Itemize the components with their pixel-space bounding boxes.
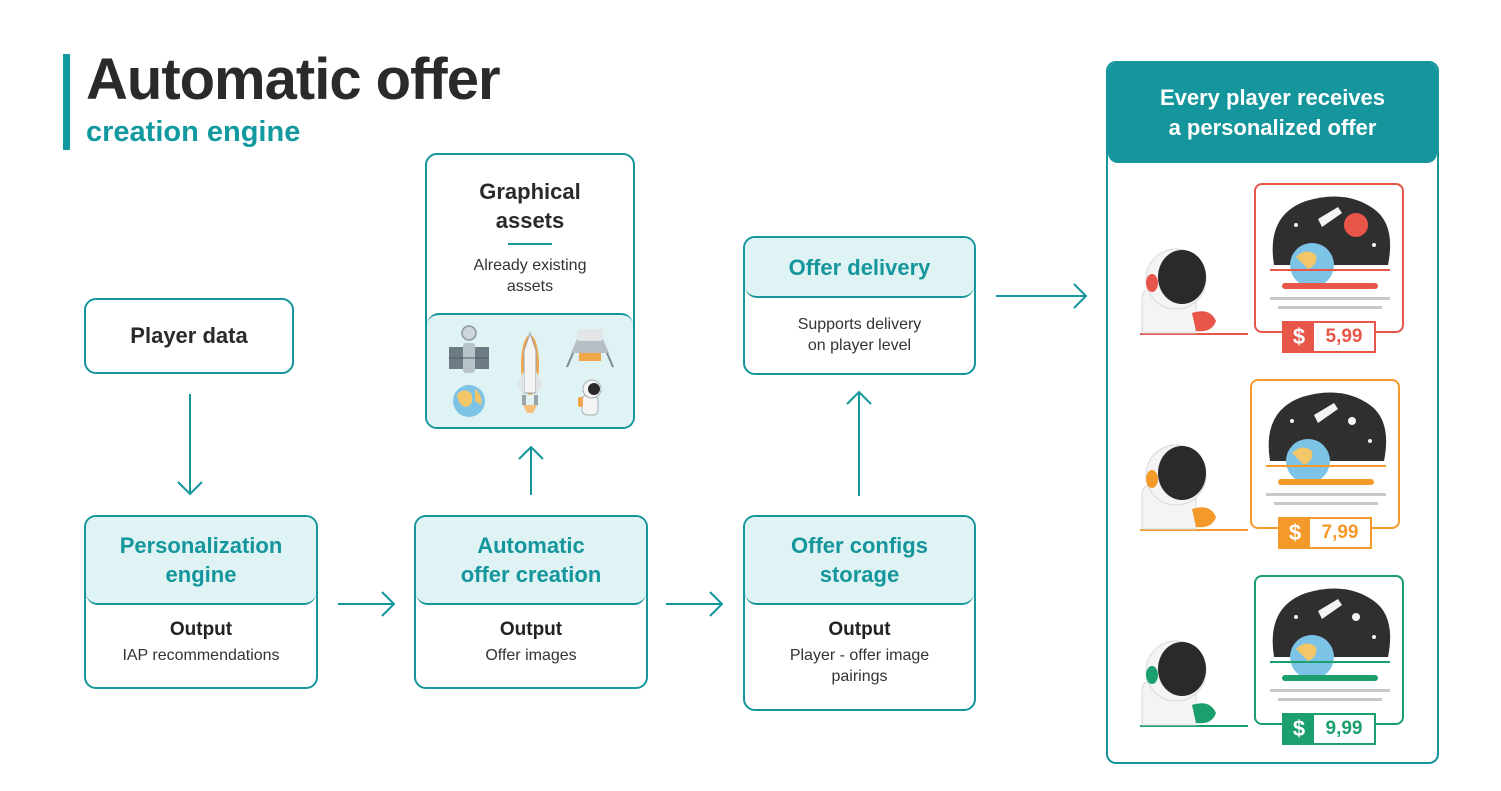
offer-delivery-header: Offer delivery <box>745 238 974 298</box>
offer-delivery-desc-1: Supports delivery <box>797 316 922 333</box>
personalization-engine-box: Personalization engine Output IAP recomm… <box>84 515 318 689</box>
offer-configs-output-label: Output <box>828 619 891 640</box>
arrow-creation-to-storage <box>666 591 724 617</box>
title-accent-bar <box>63 54 70 150</box>
page-title: Automatic offer <box>86 47 501 112</box>
price-currency: $ <box>1284 715 1314 743</box>
graphical-assets-box: Graphical assets Already existing assets <box>425 153 635 429</box>
price-value: 9,99 <box>1325 718 1363 739</box>
graphical-assets-title-1: Graphical <box>479 179 581 204</box>
price-currency: $ <box>1280 519 1310 547</box>
automatic-offer-creation-title-1: Automatic <box>477 533 585 558</box>
personalized-offers-panel: Every player receives a personalized off… <box>1106 61 1439 764</box>
price-value: 7,99 <box>1321 522 1359 543</box>
arrow-player-to-personalization <box>177 394 203 496</box>
player-data-box: Player data <box>84 298 294 374</box>
offer-delivery-desc-2: on player level <box>807 337 912 354</box>
satellite-icon <box>449 325 489 373</box>
player-data-label: Player data <box>130 323 248 348</box>
personalization-engine-title-1: Personalization <box>119 533 283 558</box>
personalization-engine-title-2: engine <box>165 562 237 587</box>
graphical-assets-title-2: assets <box>495 208 565 233</box>
astronaut-icon <box>578 379 602 416</box>
automatic-offer-creation-box: Automatic offer creation Output Offer im… <box>414 515 648 689</box>
offer-artwork <box>1270 588 1391 701</box>
offer-card <box>1254 575 1404 725</box>
automatic-offer-output-text: Offer images <box>485 647 577 664</box>
space-shuttle-icon <box>517 331 543 413</box>
offer-artwork <box>1266 392 1387 505</box>
graphical-assets-desc-1: Already existing <box>473 257 587 274</box>
personalized-offers-header: Every player receives a personalized off… <box>1108 63 1437 163</box>
price-value: 5,99 <box>1325 326 1363 347</box>
offer-artwork <box>1270 196 1391 309</box>
offer-configs-storage-header: Offer configs storage <box>745 517 974 605</box>
panel-title-line-2: a personalized offer <box>1168 115 1377 140</box>
automatic-offer-creation-header: Automatic offer creation <box>416 517 646 605</box>
personalization-output-text: IAP recommendations <box>122 647 280 664</box>
arrow-creation-to-assets <box>518 445 544 495</box>
offer-card <box>1254 183 1404 333</box>
page-subtitle: creation engine <box>86 116 301 148</box>
offer-delivery-title: Offer delivery <box>788 254 931 280</box>
player-astronaut-icon <box>1140 248 1248 335</box>
personalization-engine-header: Personalization engine <box>86 517 316 605</box>
graphical-assets-desc-2: assets <box>506 278 554 295</box>
price-tag: $ 7,99 <box>1278 517 1372 549</box>
offer-configs-output-line-2: pairings <box>831 668 888 685</box>
automatic-offer-output-label: Output <box>499 619 563 640</box>
price-currency: $ <box>1284 323 1314 351</box>
earth-icon <box>453 385 485 417</box>
offer-configs-title-1: Offer configs <box>791 533 928 558</box>
offer-configs-storage-box: Offer configs storage Output Player - of… <box>743 515 976 711</box>
arrow-personalization-to-creation <box>338 591 396 617</box>
price-tag: $ 5,99 <box>1282 321 1376 353</box>
player-astronaut-icon <box>1140 640 1248 727</box>
personalization-output-label: Output <box>169 619 233 640</box>
price-tag: $ 9,99 <box>1282 713 1376 745</box>
lunar-lander-icon <box>566 329 614 368</box>
arrow-storage-to-delivery <box>846 390 872 496</box>
assets-gallery <box>427 313 633 427</box>
panel-title-line-1: Every player receives <box>1159 85 1386 110</box>
arrow-delivery-to-players <box>996 283 1088 309</box>
offer-configs-title-2: storage <box>819 562 900 587</box>
player-astronaut-icon <box>1140 444 1248 531</box>
offer-configs-output-line-1: Player - offer image <box>789 647 930 664</box>
graphical-assets-divider <box>508 243 552 245</box>
automatic-offer-creation-title-2: offer creation <box>460 562 602 587</box>
offer-card <box>1250 379 1400 529</box>
offer-delivery-box: Offer delivery Supports delivery on play… <box>743 236 976 375</box>
